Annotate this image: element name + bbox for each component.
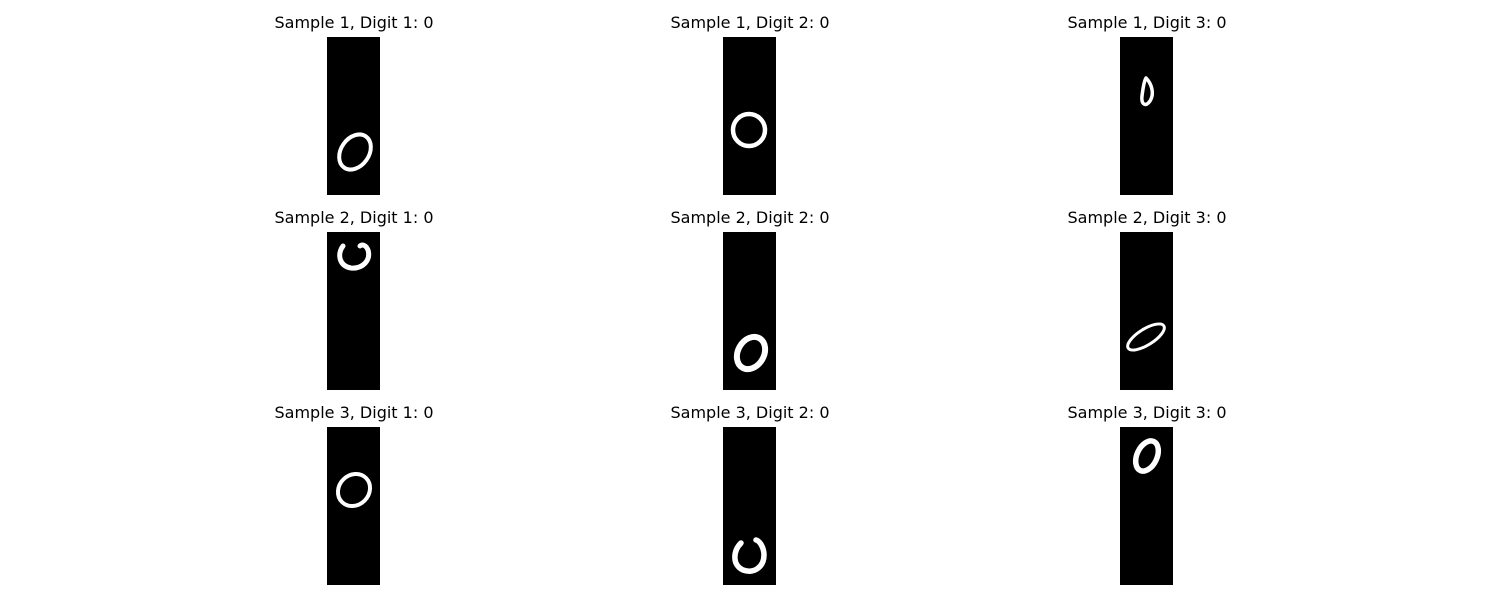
zero-glyph [337,242,372,271]
zero-glyph [733,333,769,373]
panel-sample-1-digit-3: Sample 1, Digit 3: 0 [1027,12,1267,195]
zero-glyph [730,111,768,149]
panel-sample-2-digit-2: Sample 2, Digit 2: 0 [630,207,870,390]
digit-image [327,232,380,390]
zero-glyph [1140,76,1154,107]
digit-image [327,37,380,195]
zero-glyph [335,471,373,509]
panel-sample-3-digit-3: Sample 3, Digit 3: 0 [1027,402,1267,585]
panel-title: Sample 2, Digit 3: 0 [1067,208,1227,227]
digit-image [327,427,380,585]
zero-glyph [337,132,373,172]
panel-title: Sample 1, Digit 2: 0 [670,13,830,32]
panel-sample-3-digit-2: Sample 3, Digit 2: 0 [630,402,870,585]
digit-image [1120,37,1173,195]
digit-image [1120,427,1173,585]
panel-title: Sample 2, Digit 2: 0 [670,208,830,227]
zero-glyph [1132,438,1162,474]
panel-title: Sample 3, Digit 2: 0 [670,403,830,422]
panel-title: Sample 1, Digit 1: 0 [274,13,434,32]
digit-image [723,427,776,585]
panel-sample-3-digit-1: Sample 3, Digit 1: 0 [234,402,474,585]
panel-title: Sample 1, Digit 3: 0 [1067,13,1227,32]
digit-image [723,37,776,195]
panel-sample-2-digit-3: Sample 2, Digit 3: 0 [1027,207,1267,390]
digit-image [1120,232,1173,390]
zero-glyph [1126,322,1166,352]
panel-sample-1-digit-2: Sample 1, Digit 2: 0 [630,12,870,195]
panel-sample-1-digit-1: Sample 1, Digit 1: 0 [234,12,474,195]
panel-title: Sample 3, Digit 3: 0 [1067,403,1227,422]
zero-glyph [732,537,767,574]
panel-sample-2-digit-1: Sample 2, Digit 1: 0 [234,207,474,390]
digit-image [723,232,776,390]
panel-title: Sample 2, Digit 1: 0 [274,208,434,227]
panel-title: Sample 3, Digit 1: 0 [274,403,434,422]
